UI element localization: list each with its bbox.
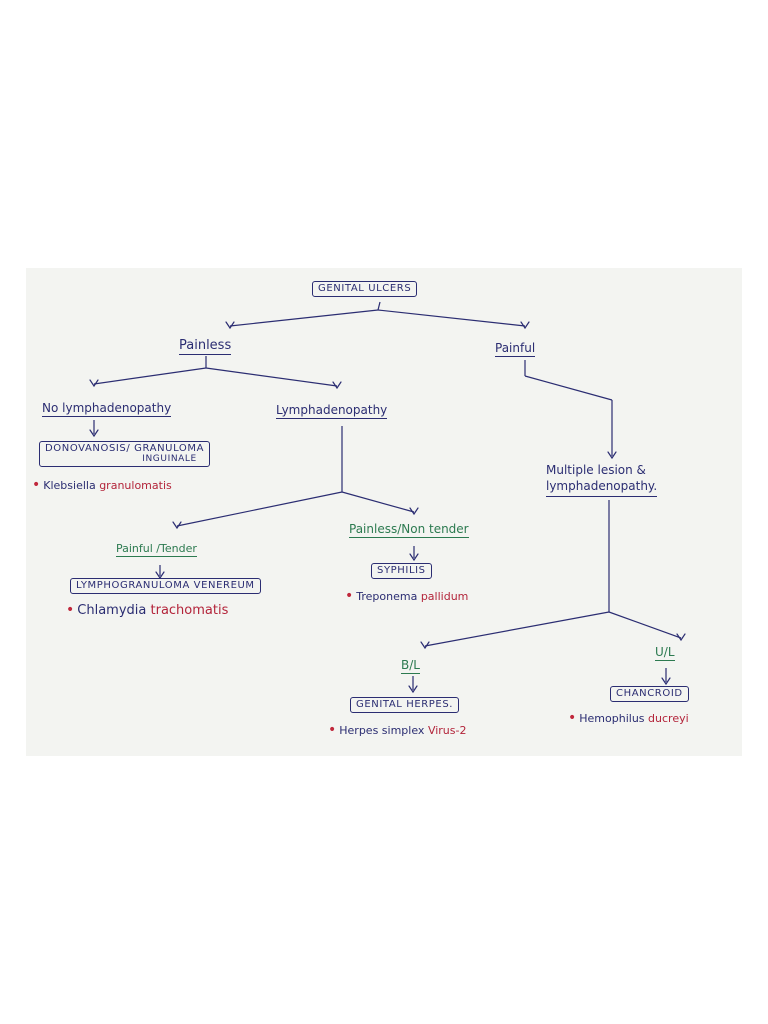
klebsiella-genus: Klebsiella <box>43 479 96 492</box>
genital-herpes-node: GENITAL HERPES. <box>350 697 460 713</box>
herpes-cause: •Herpes simplex Virus-2 <box>328 723 466 737</box>
painless-nontender-node: Painless/Non tender <box>349 522 469 538</box>
chlamydia-genus: Chlamydia <box>77 603 147 618</box>
treponema-genus: Treponema <box>356 590 418 603</box>
bullet-icon: • <box>66 602 75 618</box>
hemophilus-species: ducreyi <box>648 712 689 725</box>
multiple-lesion-node: Multiple lesion & lymphadenopathy. <box>546 462 658 498</box>
genital-ulcers-node: GENITAL ULCERS <box>312 281 418 297</box>
painful-tender-node: Painful /Tender <box>116 542 197 557</box>
bullet-icon: • <box>32 477 41 493</box>
lymphogranuloma-venereum-node: LYMPHOGRANULOMA VENEREUM <box>70 578 261 594</box>
donovanosis-line-2: INGUINALE <box>142 454 197 464</box>
lymphadenopathy-node: Lymphadenopathy <box>276 403 388 419</box>
chancroid-node: CHANCROID <box>610 686 689 702</box>
diagram-sheet <box>26 268 742 756</box>
bilateral-node: B/L <box>401 658 420 674</box>
bullet-icon: • <box>568 710 577 726</box>
bullet-icon: • <box>328 722 337 738</box>
donovanosis-node: DONOVANOSIS/ GRANULOMA INGUINALE <box>39 441 211 467</box>
multiple-lesion-line-2: lymphadenopathy. <box>546 479 658 494</box>
donovanosis-line-1: DONOVANOSIS/ GRANULOMA <box>45 443 205 454</box>
herpes-virus-type: Virus-2 <box>427 724 467 737</box>
treponema-cause: •Treponema pallidum <box>345 589 468 603</box>
treponema-species: pallidum <box>420 590 469 603</box>
syphilis-node: SYPHILIS <box>371 563 432 579</box>
chlamydia-species: trachomatis <box>150 603 229 618</box>
multiple-lesion-line-1: Multiple lesion & <box>546 463 646 477</box>
klebsiella-species: granulomatis <box>99 479 172 492</box>
painless-node: Painless <box>179 338 232 355</box>
unilateral-node: U/L <box>655 645 675 661</box>
no-lymphadenopathy-node: No lymphadenopathy <box>42 401 172 417</box>
painful-node: Painful <box>495 341 536 357</box>
klebsiella-cause: •Klebsiella granulomatis <box>32 478 172 492</box>
hemophilus-genus: Hemophilus <box>579 712 645 725</box>
hemophilus-cause: •Hemophilus ducreyi <box>568 711 689 725</box>
chlamydia-cause: •Chlamydia trachomatis <box>66 603 228 617</box>
herpes-virus-name: Herpes simplex <box>339 724 425 737</box>
bullet-icon: • <box>345 588 354 604</box>
